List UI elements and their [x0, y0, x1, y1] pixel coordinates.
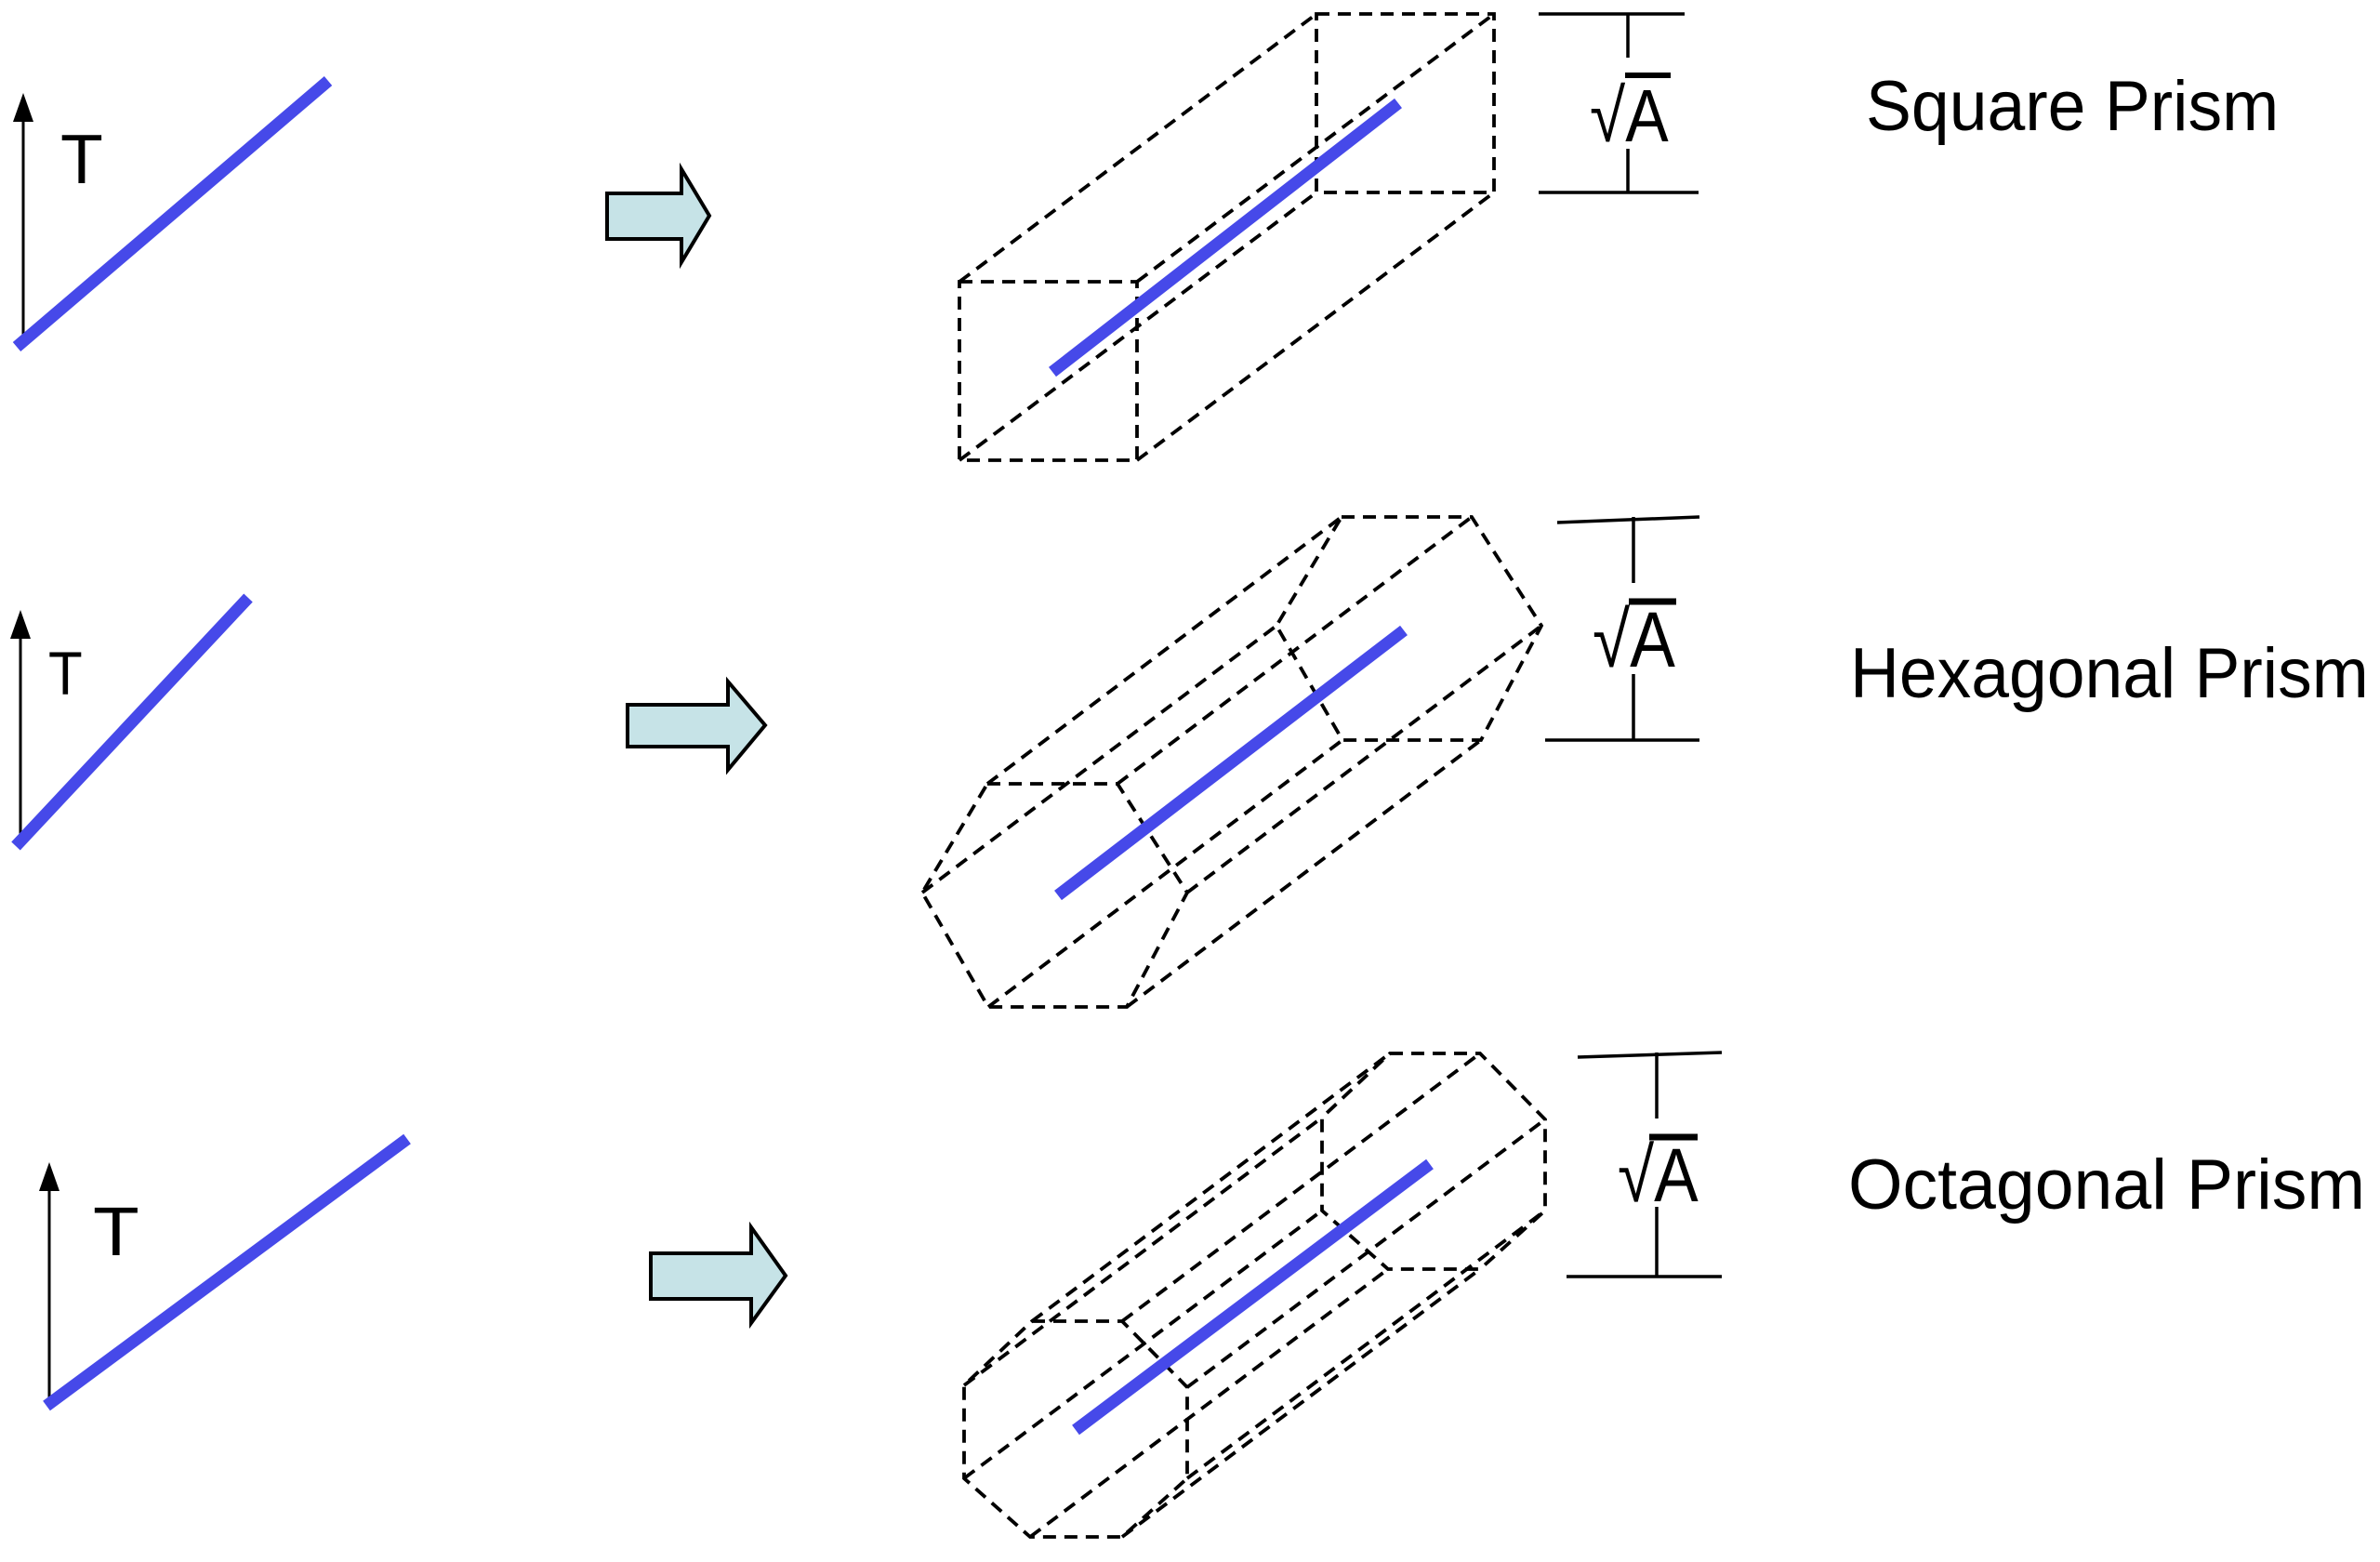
square-prism-drawing	[958, 12, 1496, 462]
depth-edge	[962, 1116, 1324, 1387]
temperature-gradient-line	[12, 76, 333, 351]
dimension-sqrt-a: √A	[1567, 1051, 1723, 1278]
dimension-sqrt-a: √A	[1545, 515, 1700, 742]
depth-edge	[985, 515, 1343, 786]
temperature-gradient-line	[43, 1133, 411, 1411]
row-octagonal-prism: T √A Octagonal Prism	[39, 1051, 2365, 1539]
depth-edge	[958, 191, 1318, 462]
dimension-sqrt-a: √A	[1539, 12, 1699, 194]
depth-edge	[962, 1209, 1324, 1480]
depth-edge	[1185, 1209, 1547, 1480]
t-axis-label: T	[93, 1194, 139, 1270]
depth-edge	[1135, 12, 1496, 284]
octagonal-prism-drawing	[962, 1052, 1547, 1539]
prism-label: Hexagonal Prism	[1850, 633, 2369, 713]
transform-arrow-icon	[649, 1221, 788, 1330]
square-prism-back-face	[1315, 12, 1496, 194]
octagonal-prism-front-face	[962, 1319, 1189, 1539]
depth-edge	[1120, 1052, 1482, 1323]
dimension-value: √A	[1590, 73, 1669, 157]
dimension-extension-line	[1577, 1051, 1723, 1059]
prism-axis-line	[1072, 1158, 1434, 1436]
t-axis-arrowhead-icon	[13, 93, 33, 122]
prism-label: Square Prism	[1866, 66, 2279, 145]
depth-edge	[1135, 191, 1496, 462]
temperature-gradient-line	[11, 593, 253, 851]
transform-arrow-icon	[626, 676, 768, 775]
depth-edge	[1120, 1267, 1482, 1539]
depth-edge	[986, 738, 1344, 1009]
depth-edge	[1125, 738, 1483, 1009]
dimension-value: √A	[1593, 596, 1675, 683]
square-prism-front-face	[958, 280, 1139, 462]
depth-edge	[1185, 624, 1543, 894]
t-axis-arrowhead-icon	[10, 610, 31, 639]
prism-label: Octagonal Prism	[1848, 1146, 2365, 1224]
depth-edge	[1185, 1118, 1547, 1389]
row-hexagonal-prism: T √A Hexagonal Prism	[10, 515, 2369, 1009]
t-axis-label: T	[48, 640, 83, 708]
hexagonal-prism-back-face	[1274, 515, 1544, 742]
dimension-extension-line	[1556, 515, 1700, 524]
depth-edge	[920, 624, 1278, 894]
octagonal-prism-back-face	[1320, 1052, 1547, 1271]
prism-axis-line	[1054, 625, 1408, 901]
prism-axis-line	[1049, 98, 1402, 377]
depth-edge	[1030, 1052, 1392, 1323]
hexagonal-prism-front-face	[919, 782, 1190, 1009]
depth-edge	[958, 12, 1318, 284]
dimension-value: √A	[1618, 1132, 1699, 1218]
t-axis-arrowhead-icon	[39, 1162, 60, 1191]
depth-edge	[1116, 515, 1474, 786]
hexagonal-prism-drawing	[919, 515, 1544, 1009]
t-axis-label: T	[60, 120, 103, 198]
transform-arrow-icon	[605, 162, 712, 270]
row-square-prism: T √A Square Prism	[12, 12, 2279, 462]
depth-edge	[1028, 1267, 1390, 1539]
